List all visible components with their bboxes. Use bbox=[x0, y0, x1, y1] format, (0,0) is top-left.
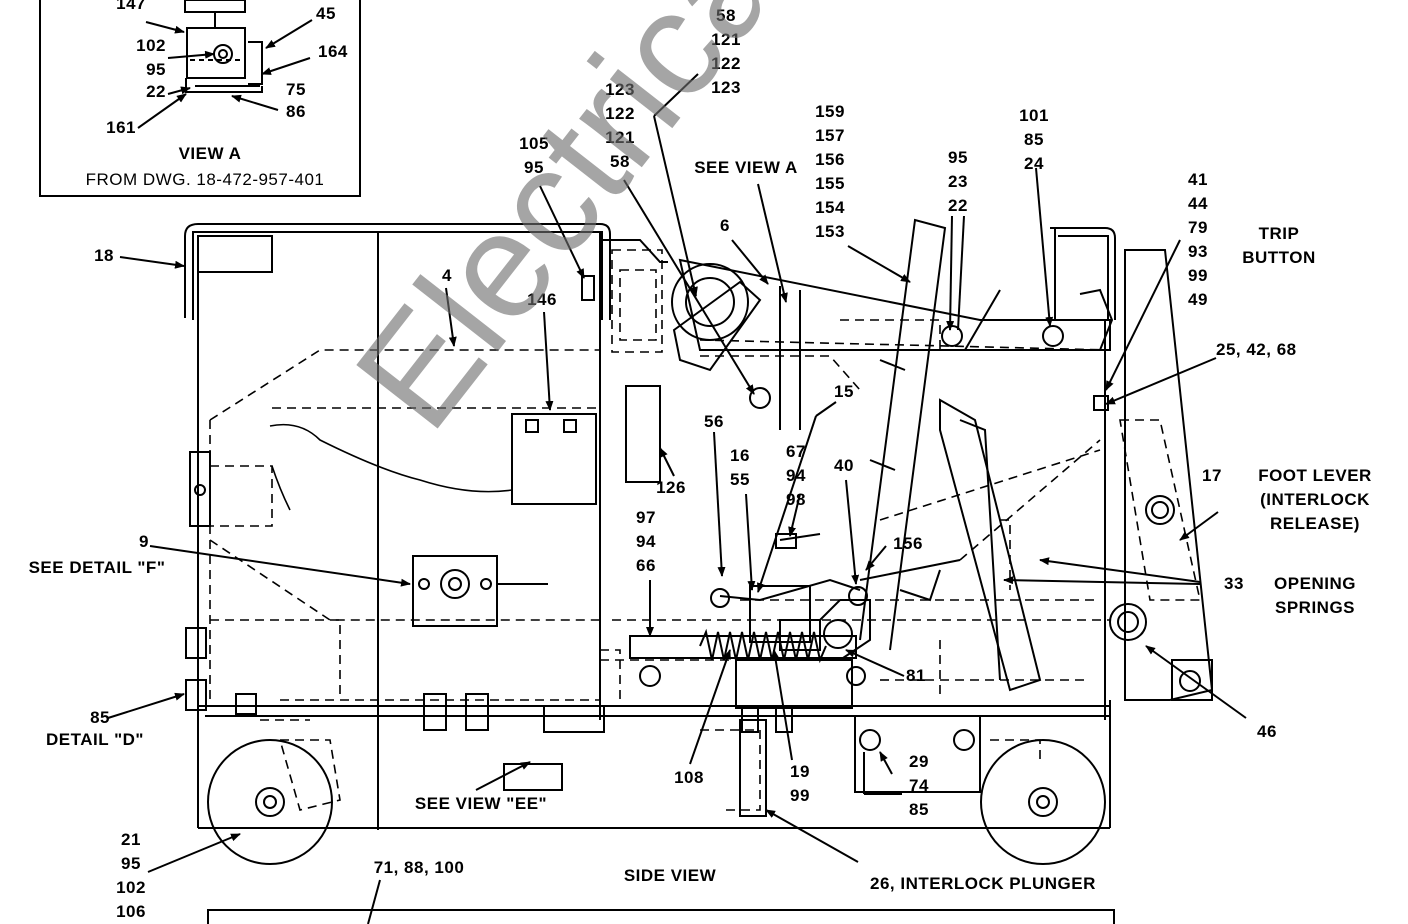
callout-25-42-68: 25, 42, 68 bbox=[1216, 340, 1297, 359]
callout-45: 45 bbox=[316, 4, 336, 23]
callout-40: 40 bbox=[834, 456, 854, 475]
callout-86: 86 bbox=[286, 102, 306, 121]
breaker-frame bbox=[184, 218, 1214, 865]
callout-146: 146 bbox=[527, 290, 557, 309]
foot-lever-caption: FOOT LEVER (INTERLOCK RELEASE) bbox=[1258, 466, 1372, 533]
callout-95-view-a: 95 bbox=[146, 60, 166, 79]
spring-coil bbox=[699, 628, 827, 664]
callout-126: 126 bbox=[656, 478, 686, 497]
callout-4: 4 bbox=[442, 266, 452, 285]
break-line bbox=[269, 423, 513, 511]
callout-85: 85 bbox=[90, 708, 110, 727]
hidden-lines bbox=[209, 249, 1201, 811]
callout-58-stack: 58 121 122 123 bbox=[711, 6, 741, 97]
view-a-inset bbox=[39, 0, 361, 197]
callout-71-88-100: 71, 88, 100 bbox=[373, 858, 465, 877]
see-view-ee-caption: SEE VIEW "EE" bbox=[414, 794, 548, 813]
view-a-leaders bbox=[137, 19, 313, 129]
callout-21-stack: 21 95 102 106 bbox=[116, 830, 146, 921]
detail-d-caption: DETAIL "D" bbox=[46, 730, 144, 749]
callout-81: 81 bbox=[906, 666, 926, 685]
interlock-plunger-caption: 26, INTERLOCK PLUNGER bbox=[870, 874, 1096, 893]
callout-123-stack: 123 122 121 58 bbox=[605, 80, 635, 171]
callout-16-55: 16 55 bbox=[730, 446, 750, 489]
view-a-title: VIEW A bbox=[178, 144, 242, 163]
callout-164: 164 bbox=[318, 42, 348, 61]
callout-101-85-24: 101 85 24 bbox=[1019, 106, 1049, 173]
callout-9: 9 bbox=[139, 532, 149, 551]
trip-button-caption: TRIP BUTTON bbox=[1242, 224, 1316, 267]
callout-29-74-85: 29 74 85 bbox=[909, 752, 929, 819]
callout-75: 75 bbox=[286, 80, 306, 99]
view-a-source: FROM DWG. 18-472-957-401 bbox=[85, 170, 325, 189]
callout-161: 161 bbox=[106, 118, 136, 137]
opening-springs-caption: OPENING SPRINGS bbox=[1274, 574, 1356, 617]
callout-46: 46 bbox=[1257, 722, 1277, 741]
callout-97-94-66: 97 94 66 bbox=[636, 508, 656, 575]
callout-108: 108 bbox=[674, 768, 704, 787]
callout-15: 15 bbox=[834, 382, 854, 401]
callout-156: 156 bbox=[893, 534, 923, 553]
side-view-caption: SIDE VIEW bbox=[623, 866, 717, 885]
see-detail-f-caption: SEE DETAIL "F" bbox=[28, 558, 166, 577]
see-view-a-caption: SEE VIEW A bbox=[694, 158, 798, 177]
callout-19-99: 19 99 bbox=[790, 762, 810, 805]
callout-159-stack: 159 157 156 155 154 153 bbox=[815, 102, 845, 241]
callout-147: 147 bbox=[116, 0, 146, 13]
bottom-panel bbox=[207, 909, 1115, 924]
callout-41-stack: 41 44 79 93 99 49 bbox=[1188, 170, 1208, 309]
callout-17: 17 bbox=[1202, 466, 1222, 485]
callout-95-23-22: 95 23 22 bbox=[948, 148, 968, 215]
callout-105-95: 105 95 bbox=[519, 134, 549, 177]
callout-6: 6 bbox=[720, 216, 730, 235]
callout-22-view-a: 22 bbox=[146, 82, 166, 101]
callout-102-view-a: 102 bbox=[136, 36, 166, 55]
callout-56: 56 bbox=[704, 412, 724, 431]
callout-67-94-98: 67 94 98 bbox=[786, 442, 806, 509]
leader-lines bbox=[107, 73, 1247, 924]
callout-18: 18 bbox=[94, 246, 114, 265]
callout-33: 33 bbox=[1224, 574, 1244, 593]
